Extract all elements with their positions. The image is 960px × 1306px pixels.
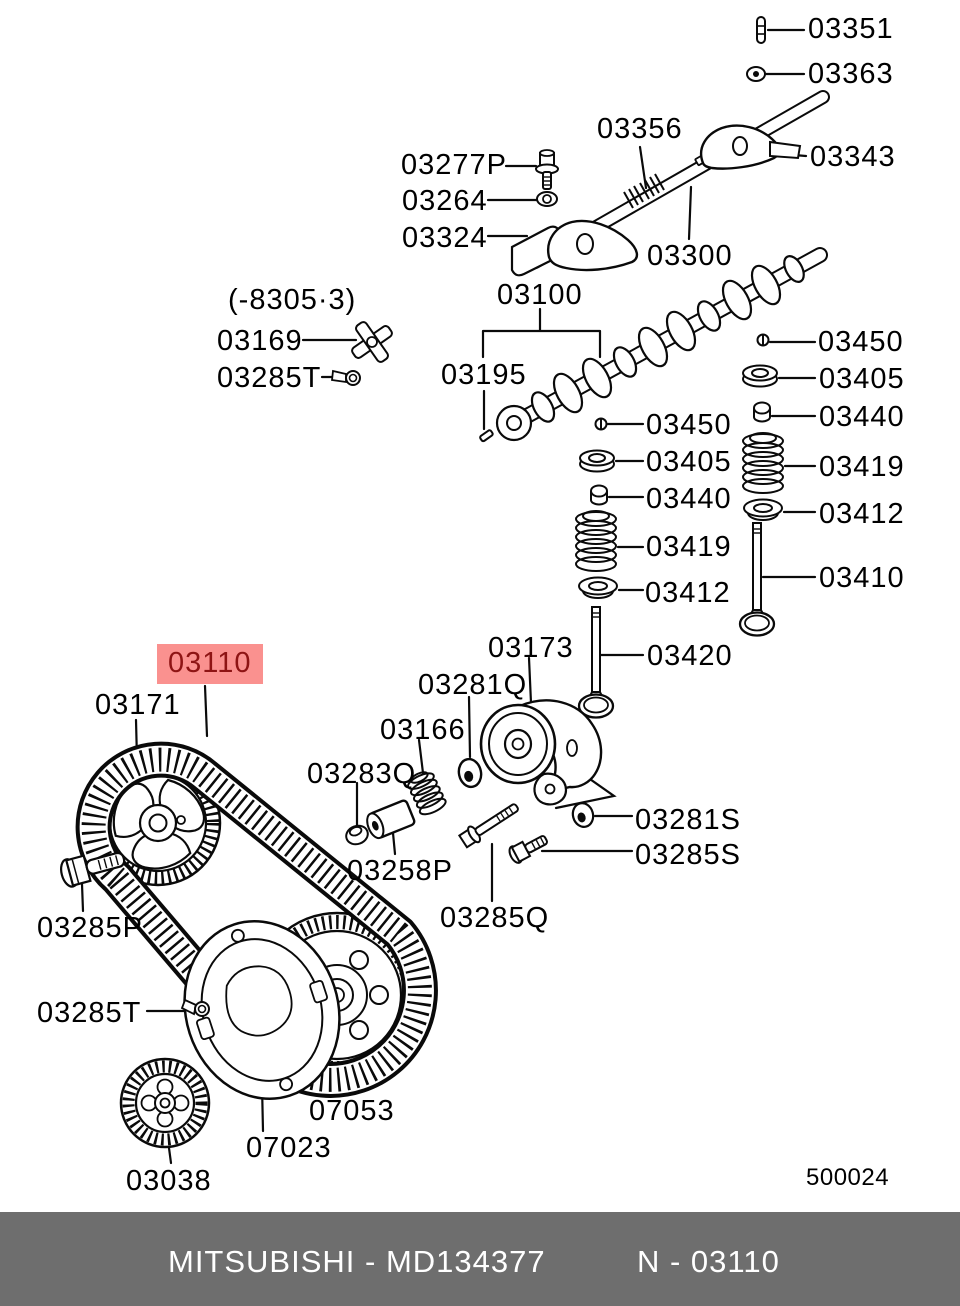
washer-03281S-drawing xyxy=(571,802,595,828)
timing-belt-03110-drawing xyxy=(75,741,438,1098)
callout-03173[interactable]: 03173 xyxy=(488,632,574,664)
valve-parts-right-drawing xyxy=(742,333,784,521)
callout-03285T-bottom[interactable]: 03285T xyxy=(37,997,142,1029)
plate-07023-drawing xyxy=(183,919,341,1101)
screw-03285T-top-drawing xyxy=(331,369,361,386)
tensioner-03173-drawing xyxy=(479,699,603,806)
callout-03100[interactable]: 03100 xyxy=(497,279,583,311)
footer-bar: MITSUBISHI - MD134377 N - 03110 xyxy=(0,1212,960,1306)
callout-03440-left[interactable]: 03440 xyxy=(646,483,732,515)
camshaft-drawing xyxy=(479,247,828,443)
nut-03283Q-drawing xyxy=(345,824,369,846)
callout-03281S[interactable]: 03281S xyxy=(635,804,741,836)
callout-03285P[interactable]: 03285P xyxy=(37,912,143,944)
woodruff-key-03195-drawing xyxy=(479,429,494,443)
callout-03410[interactable]: 03410 xyxy=(819,562,905,594)
spacer-03258P-drawing xyxy=(366,799,416,840)
drawing-number: 500024 xyxy=(806,1164,890,1191)
callout-03281Q[interactable]: 03281Q xyxy=(418,669,528,701)
callout-03440-right[interactable]: 03440 xyxy=(819,401,905,433)
bolt-03285P-drawing xyxy=(60,851,126,888)
bolt-03277P-drawing xyxy=(535,149,559,190)
pin-03351-drawing xyxy=(756,16,766,44)
callout-03277P[interactable]: 03277P xyxy=(401,149,507,181)
callout-03300[interactable]: 03300 xyxy=(647,240,733,272)
callout-03285S[interactable]: 03285S xyxy=(635,839,741,871)
note-date-range: (-8305·3) xyxy=(228,284,357,316)
spring-03166-drawing xyxy=(407,771,447,816)
callout-03038[interactable]: 03038 xyxy=(126,1165,212,1197)
cam-sprocket-03171-drawing xyxy=(94,759,222,887)
valve-03410-drawing xyxy=(738,522,776,637)
callout-03450-right[interactable]: 03450 xyxy=(818,326,904,358)
nut-03264-drawing xyxy=(536,191,558,207)
small-gear-03038-drawing xyxy=(119,1057,211,1149)
callout-03283Q[interactable]: 03283Q xyxy=(307,758,417,790)
callout-07023[interactable]: 07023 xyxy=(246,1132,332,1164)
callout-03169[interactable]: 03169 xyxy=(217,325,303,357)
callout-03412-left[interactable]: 03412 xyxy=(645,577,731,609)
callout-03258P[interactable]: 03258P xyxy=(347,855,453,887)
callout-03264[interactable]: 03264 xyxy=(402,185,488,217)
valve-parts-left-drawing xyxy=(575,417,618,599)
callout-03405-right[interactable]: 03405 xyxy=(819,363,905,395)
callout-03285Q[interactable]: 03285Q xyxy=(440,902,550,934)
callout-03356[interactable]: 03356 xyxy=(597,113,683,145)
callout-03343[interactable]: 03343 xyxy=(810,141,896,173)
callout-03195[interactable]: 03195 xyxy=(441,359,527,391)
nut-03363-drawing xyxy=(746,66,766,82)
bolt-03285S-drawing xyxy=(508,835,548,864)
rocker-shaft-assembly-drawing xyxy=(510,90,830,277)
callout-03420[interactable]: 03420 xyxy=(647,640,733,672)
callout-03405-left[interactable]: 03405 xyxy=(646,446,732,478)
callout-03324[interactable]: 03324 xyxy=(402,222,488,254)
callout-03363[interactable]: 03363 xyxy=(808,58,894,90)
valve-03420-drawing xyxy=(577,606,615,719)
bolt-03285Q-drawing xyxy=(457,803,519,849)
callout-07053[interactable]: 07053 xyxy=(309,1095,395,1127)
callout-03412-right[interactable]: 03412 xyxy=(819,498,905,530)
washer-03281Q-drawing xyxy=(457,757,483,789)
footer-brand-part: MITSUBISHI - MD134377 xyxy=(168,1244,546,1279)
footer-part-ref: N - 03110 xyxy=(637,1244,780,1279)
callout-03171[interactable]: 03171 xyxy=(95,689,181,721)
callout-03419-left[interactable]: 03419 xyxy=(646,531,732,563)
screw-03285T-bottom-drawing xyxy=(180,998,210,1017)
callout-03450-left[interactable]: 03450 xyxy=(646,409,732,441)
callout-03351[interactable]: 03351 xyxy=(808,13,894,45)
callout-03166[interactable]: 03166 xyxy=(380,714,466,746)
callout-03419-right[interactable]: 03419 xyxy=(819,451,905,483)
callout-03110-highlighted[interactable]: 03110 xyxy=(157,644,263,684)
callout-03285T-top[interactable]: 03285T xyxy=(217,362,322,394)
gear-03169-drawing xyxy=(351,321,393,363)
